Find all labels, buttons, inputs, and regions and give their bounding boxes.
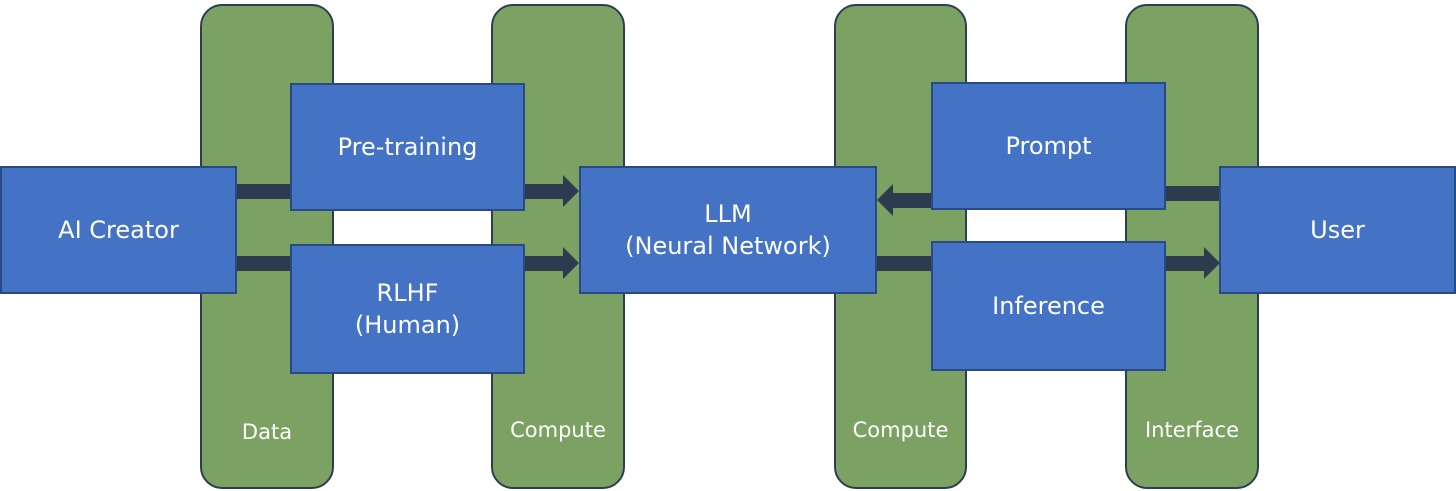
pretraining-label: Pre-training [337,133,478,161]
inference-label: Inference [992,292,1105,320]
pretraining-node: Pre-training [290,83,525,211]
compute-left-pillar-label: Compute [510,418,606,442]
prompt-to-llm-connector [892,193,932,208]
compute-right-pillar-label: Compute [852,418,949,442]
rlhf-node: RLHF (Human) [290,244,525,374]
pretraining-to-llm-connector [524,184,564,199]
creator-to-rlhf-connector [236,256,292,271]
prompt-label: Prompt [1005,132,1092,160]
llm-label: LLM [704,200,752,228]
user-to-prompt-connector [1165,186,1221,201]
llm-to-inference-connector [877,256,933,271]
rlhf-label: RLHF [376,279,439,307]
interface-pillar-label: Interface [1144,418,1240,442]
inference-to-user-arrowhead [1204,247,1220,279]
llm-sublabel: (Neural Network) [625,232,831,260]
user-label: User [1310,216,1365,244]
inference-node: Inference [931,241,1166,371]
ai-creator-node: AI Creator [0,166,237,294]
creator-to-pretraining-connector [236,184,292,199]
prompt-to-llm-arrowhead [877,184,893,216]
rlhf-to-llm-arrowhead [563,247,579,279]
ai-creator-label: AI Creator [58,216,179,244]
user-node: User [1219,166,1456,294]
llm-node: LLM (Neural Network) [579,166,877,294]
prompt-node: Prompt [931,82,1166,210]
rlhf-sublabel: (Human) [354,311,461,339]
rlhf-to-llm-connector [524,256,564,271]
inference-to-user-connector [1165,256,1205,271]
data-pillar-label: Data [241,420,293,444]
pretraining-to-llm-arrowhead [563,175,579,207]
